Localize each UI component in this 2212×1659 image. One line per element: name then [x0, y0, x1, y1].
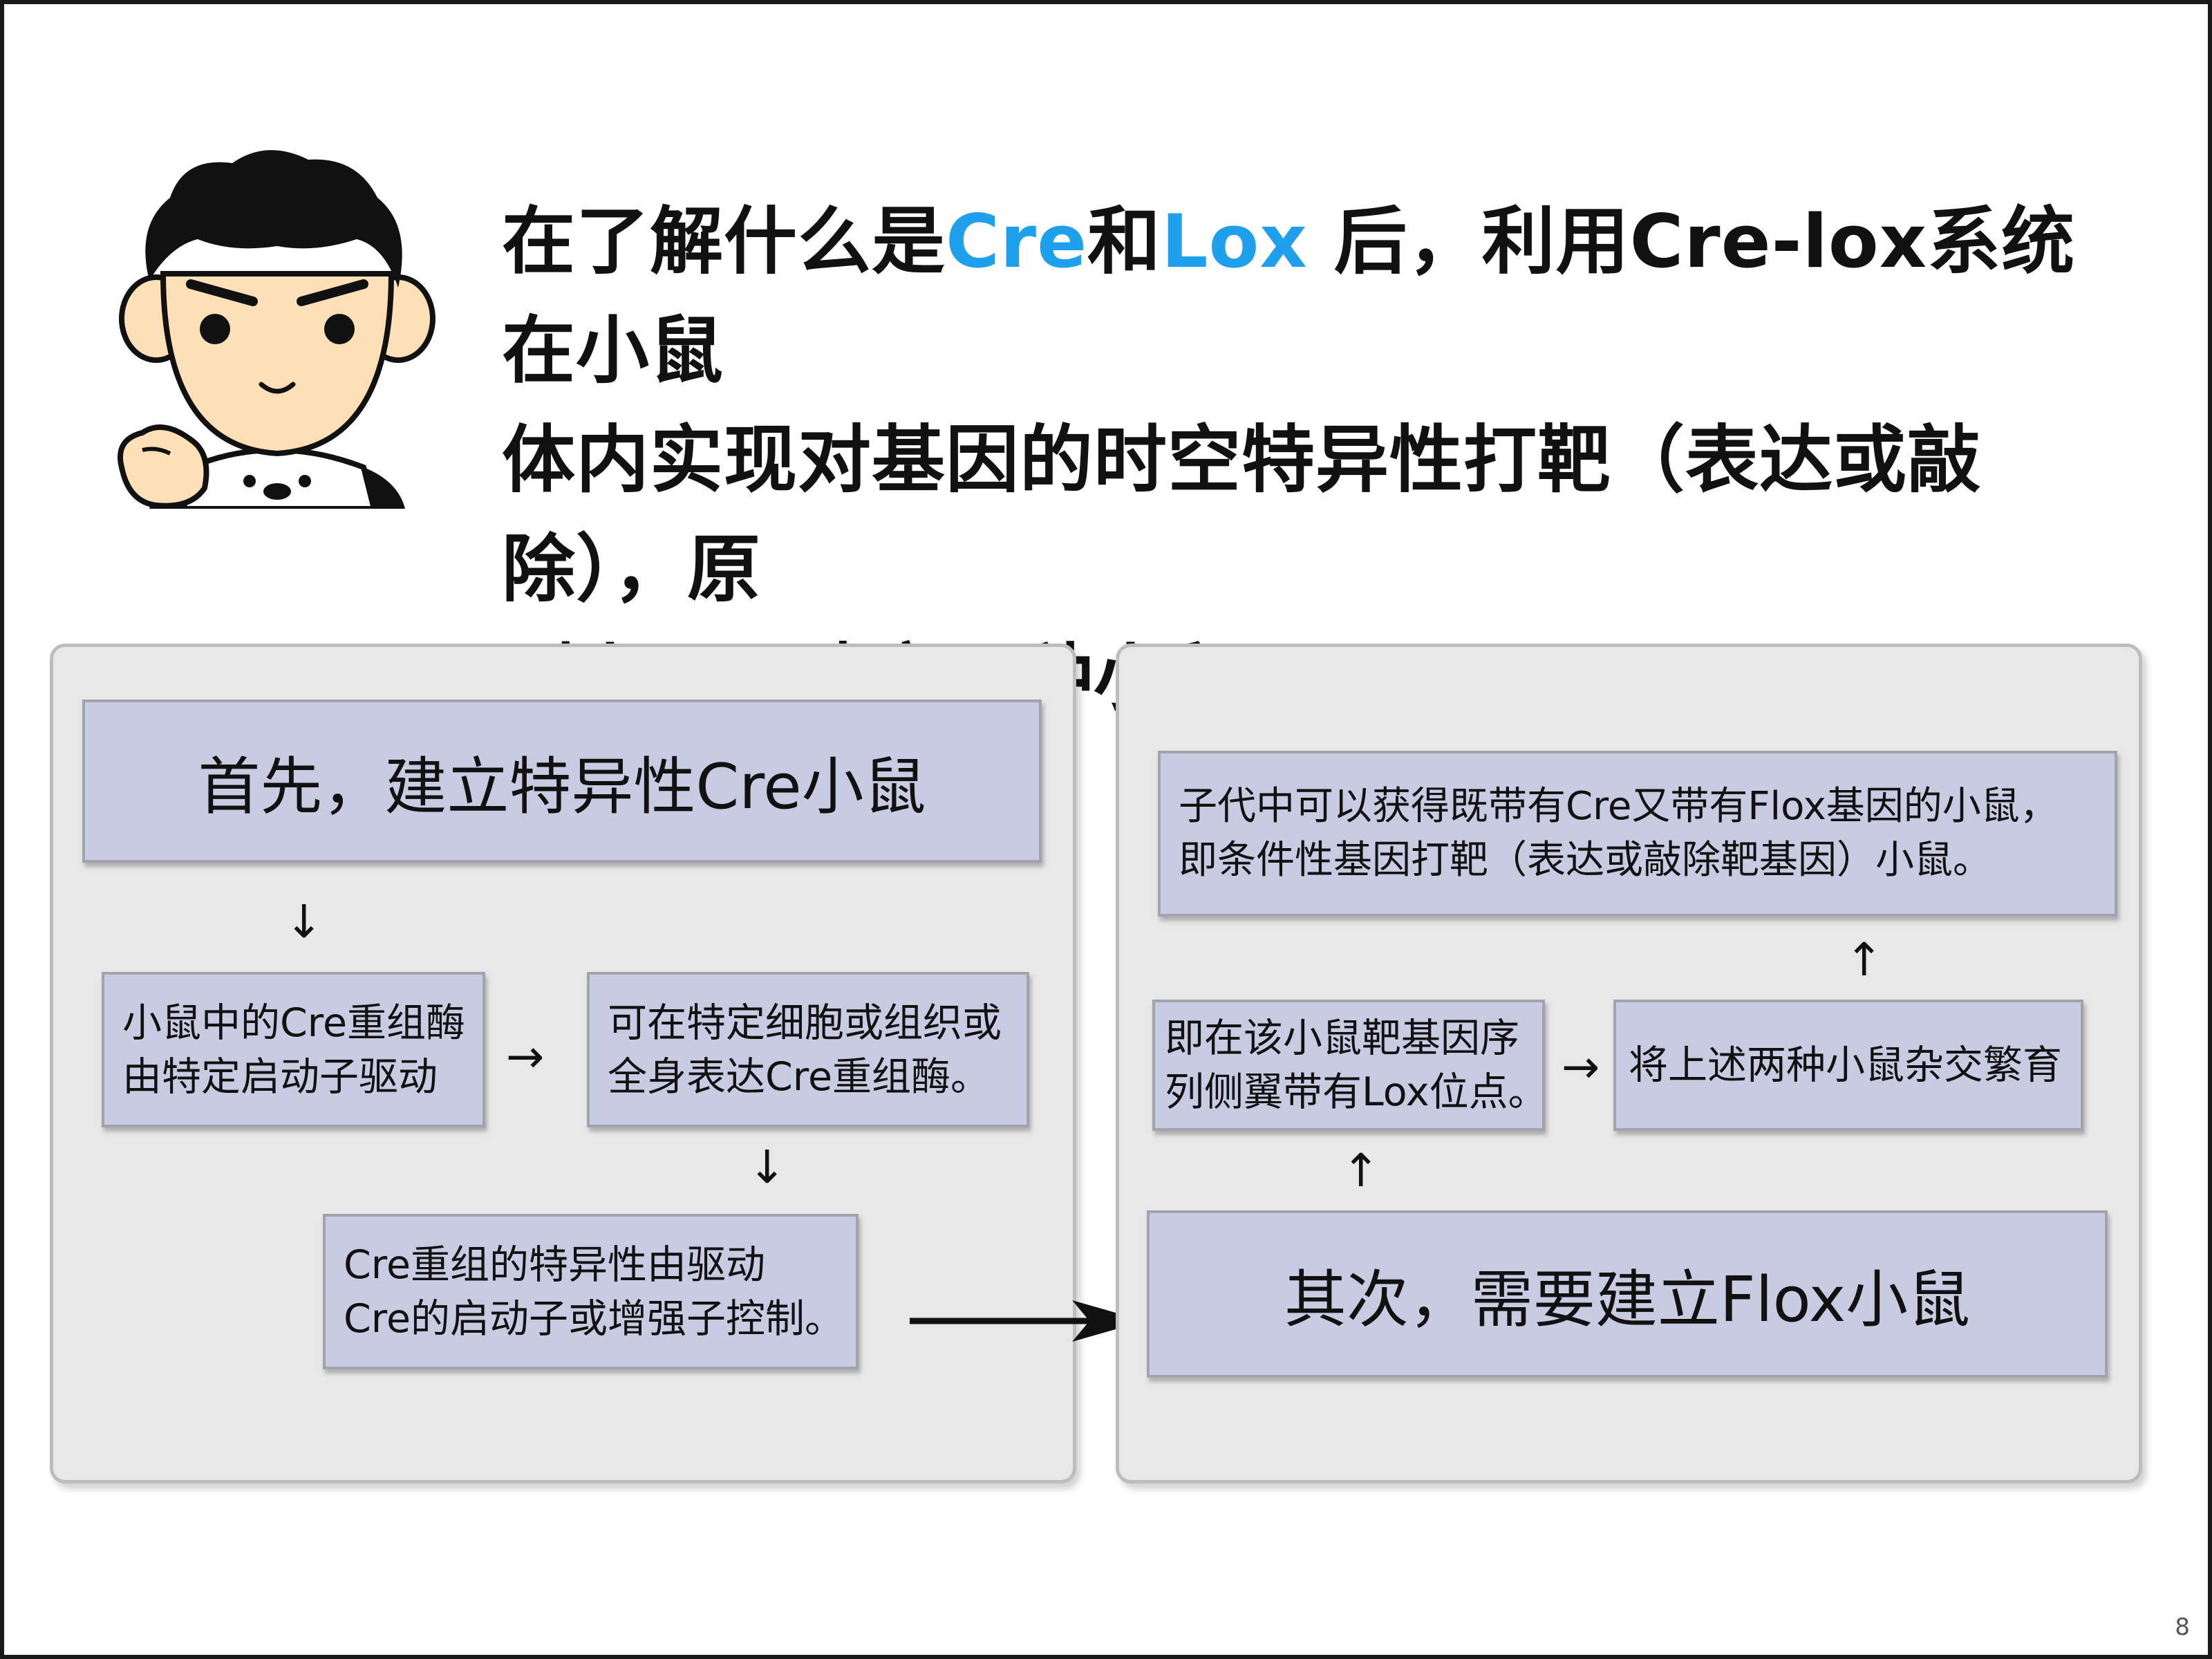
connector-arrow-icon — [910, 1300, 1145, 1342]
term-lox: Lox — [1161, 199, 1308, 284]
cre-expression-box: 可在特定细胞或组织或 全身表达Cre重组酶。 — [587, 972, 1029, 1127]
cre-mouse-panel: 首先，建立特异性Cre小鼠 ↓ 小鼠中的Cre重组酶 由特定启动子驱动 → 可在… — [50, 644, 1076, 1483]
cartoon-avatar — [108, 142, 447, 509]
arrow-down-icon: ↓ — [748, 1141, 787, 1194]
page-number: 8 — [2175, 1613, 2190, 1641]
intro-line-2: 体内实现对基因的时空特异性打靶（表达或敲除），原 — [502, 418, 1981, 612]
term-cre: Cre — [946, 199, 1087, 284]
crossbreed-box: 将上述两种小鼠杂交繁育 — [1613, 1000, 2083, 1131]
flox-mouse-panel: 子代中可以获得既带有Cre又带有Flox基因的小鼠， 即条件性基因打靶（表达或敲… — [1116, 644, 2142, 1483]
cre-specificity-box: Cre重组的特异性由驱动 Cre的启动子或增强子控制。 — [323, 1214, 859, 1369]
flox-mouse-heading: 其次，需要建立Flox小鼠 — [1147, 1210, 2108, 1378]
cre-promoter-box: 小鼠中的Cre重组酶 由特定启动子驱动 — [102, 972, 485, 1127]
arrow-right-icon: → — [506, 1030, 545, 1083]
arrow-down-icon: ↓ — [285, 895, 324, 948]
arrow-up-icon: ↑ — [1342, 1144, 1380, 1197]
arrow-up-icon: ↑ — [1845, 933, 1884, 986]
cre-mouse-heading: 首先，建立特异性Cre小鼠 — [82, 700, 1042, 863]
lox-sites-box: 即在该小鼠靶基因序 列侧翼带有Lox位点。 — [1152, 1000, 1548, 1131]
conditional-knockout-box: 子代中可以获得既带有Cre又带有Flox基因的小鼠， 即条件性基因打靶（表达或敲… — [1158, 751, 2117, 917]
intro-line-1: 在了解什么是Cre和Lox 后，利用Cre-lox系统在小鼠 — [502, 199, 2076, 393]
arrow-right-icon: → — [1562, 1040, 1600, 1094]
